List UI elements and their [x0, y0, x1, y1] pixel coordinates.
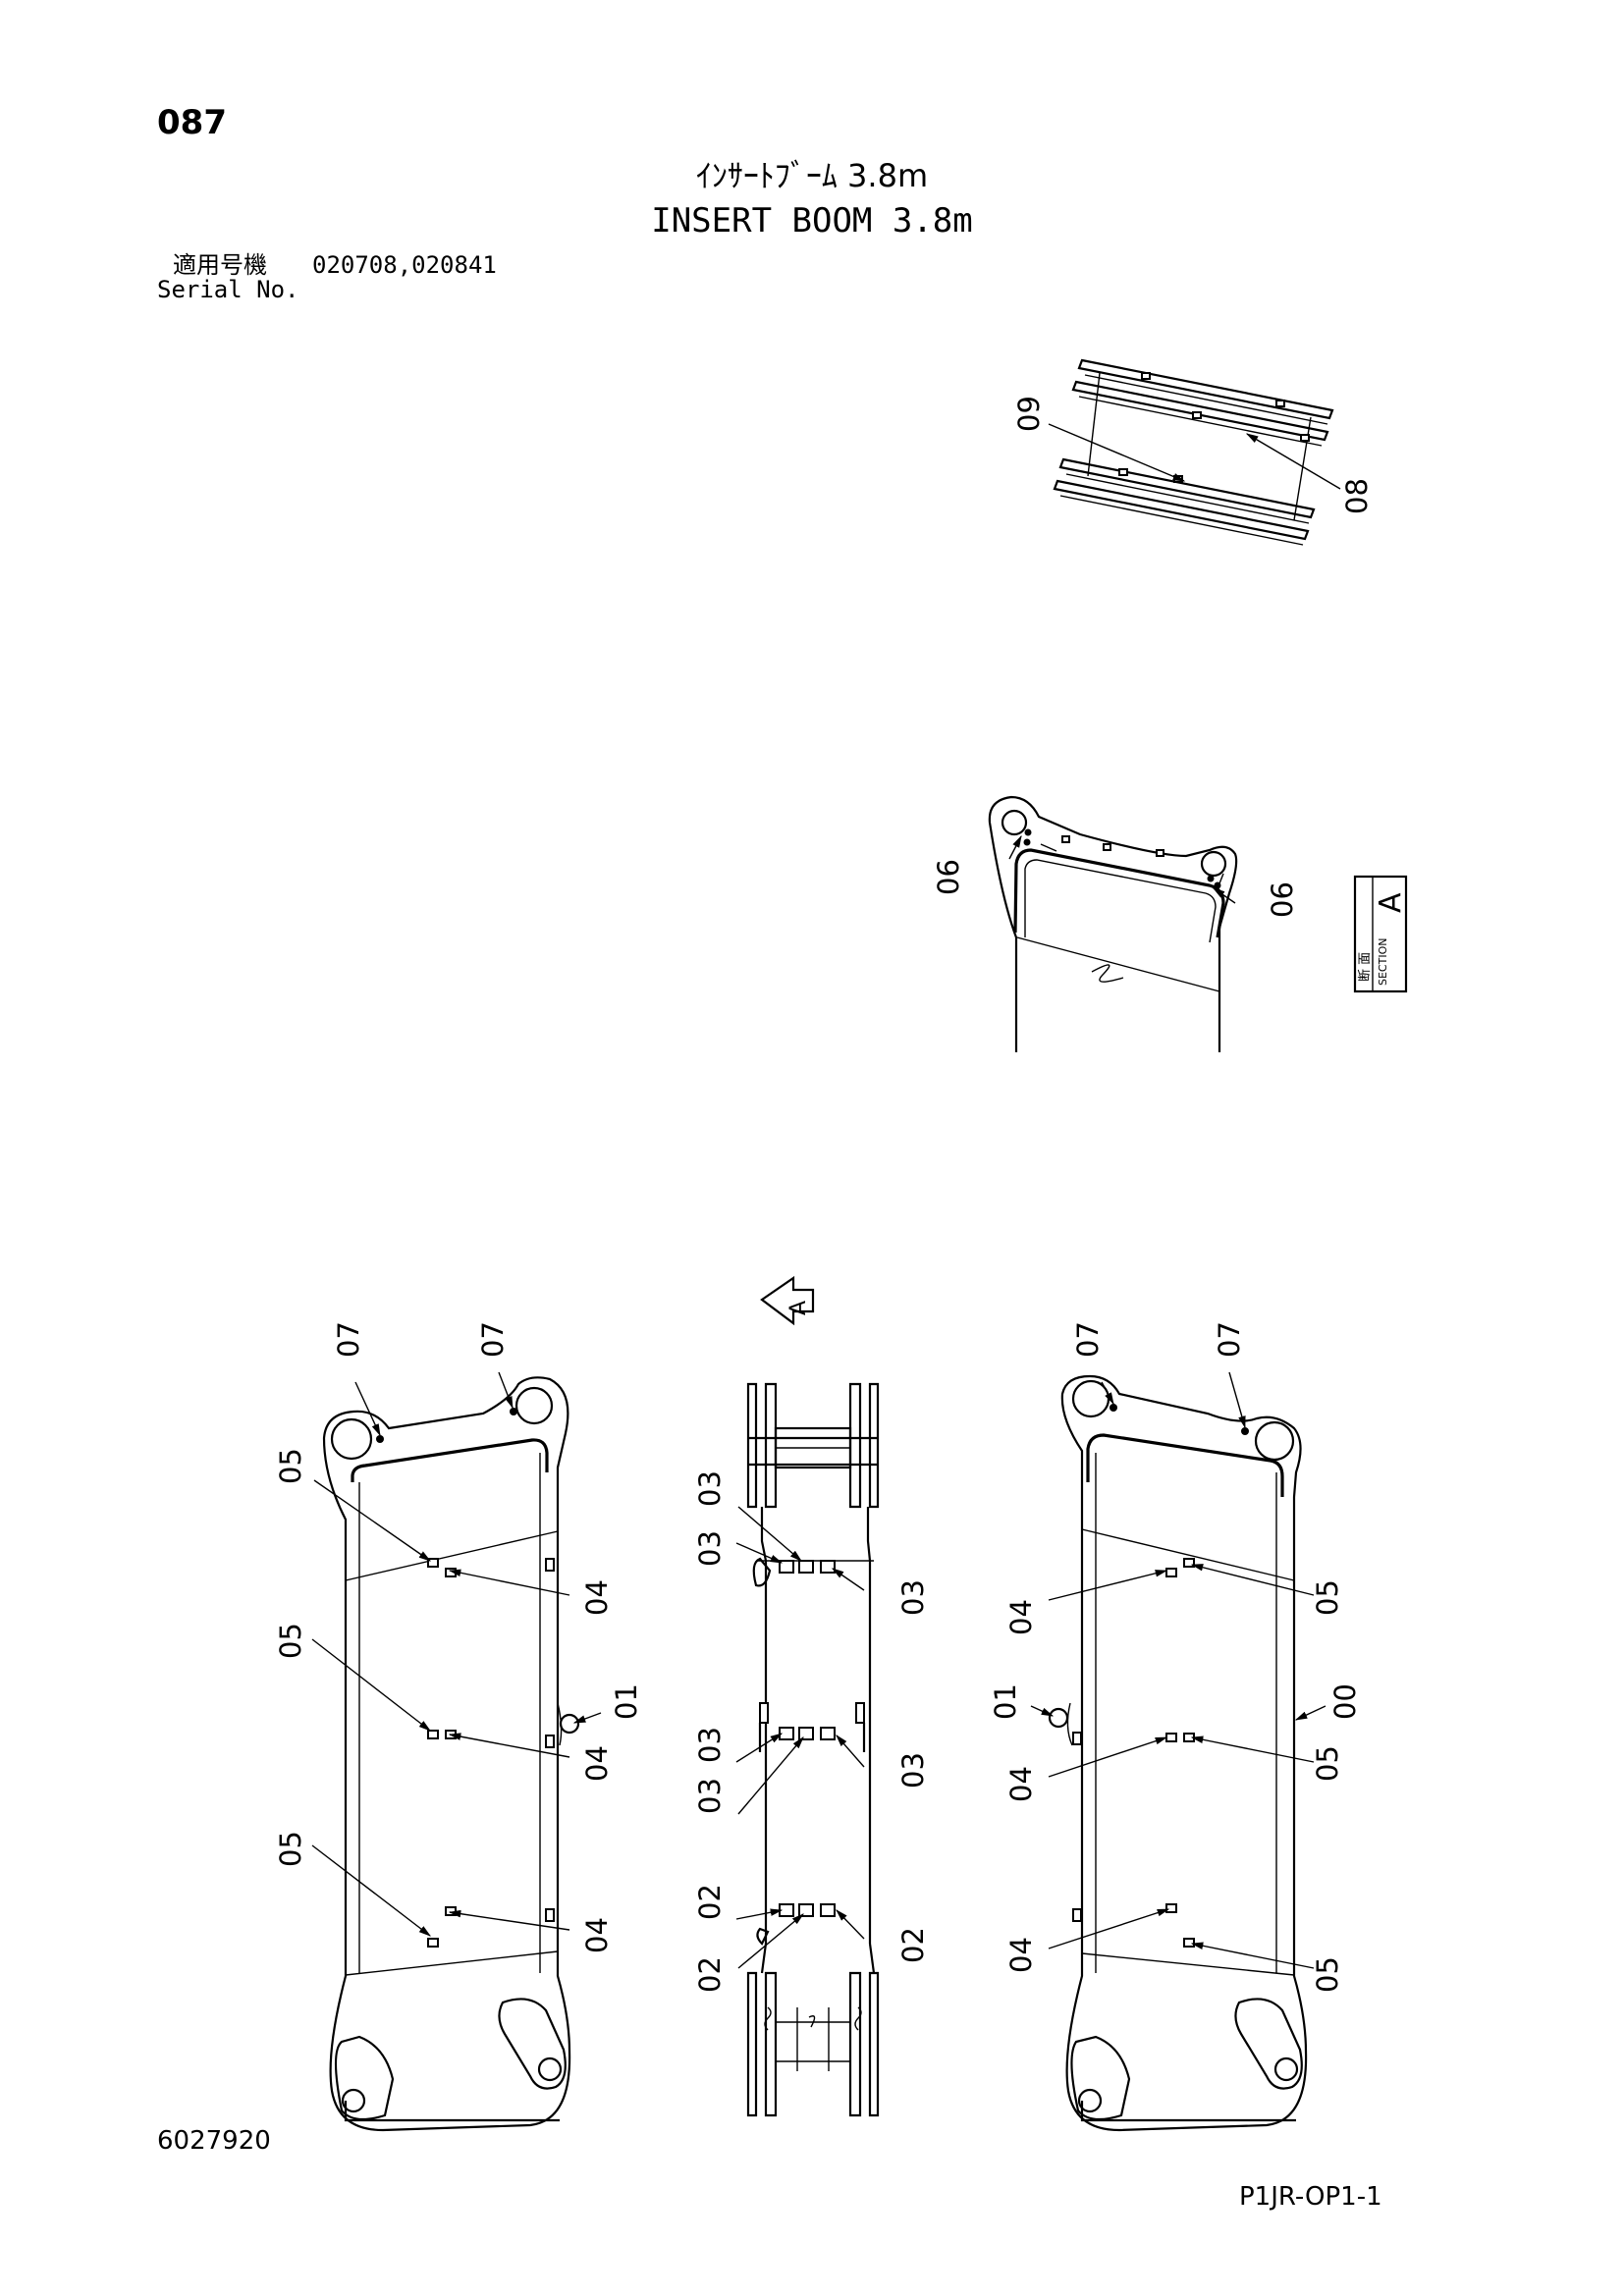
callout-03-mid-g: 03 — [896, 1752, 930, 1789]
view-arrow-letter: A — [786, 1301, 811, 1315]
section-a-view: 06 06 — [932, 795, 1299, 1052]
callout-07-left-a: 07 — [332, 1321, 365, 1358]
serial-label-english: Serial No. — [157, 276, 299, 303]
rail-block — [1118, 468, 1128, 476]
page-number: 087 — [157, 103, 227, 142]
callout-05-right-a: 05 — [1311, 1579, 1344, 1616]
section-hole-right — [1200, 850, 1227, 878]
bracket-01-right — [1048, 1707, 1069, 1729]
boom-left-view: 07 07 05 04 05 01 04 05 04 — [274, 1321, 643, 2132]
callout-07-right-a: 07 — [1071, 1321, 1105, 1358]
callout-02-mid-c: 02 — [896, 1927, 930, 1963]
callout-09: 09 — [1012, 396, 1046, 432]
section-marker-jp: 断 面 — [1358, 952, 1373, 982]
rail-block — [1141, 372, 1151, 380]
callout-03-mid-a: 03 — [693, 1470, 727, 1507]
callout-05-left-b: 05 — [274, 1623, 307, 1659]
callout-01-left: 01 — [610, 1683, 643, 1720]
callout-04-right-a: 04 — [1004, 1599, 1038, 1635]
callout-04-left-a: 04 — [580, 1579, 614, 1616]
callout-05-left-c: 05 — [274, 1831, 307, 1867]
callout-03-mid-d: 03 — [693, 1727, 727, 1763]
serial-label-japanese: 適用号機 — [173, 251, 267, 279]
callout-04-right-b: 04 — [1004, 1766, 1038, 1802]
callout-02-mid-b: 02 — [693, 1956, 727, 1993]
right-top-hole-1 — [1071, 1379, 1110, 1418]
rail-bar-2 — [1071, 380, 1329, 447]
left-top-hole-2 — [514, 1386, 554, 1425]
sheet-code: P1JR-OP1-1 — [1239, 2182, 1382, 2212]
section-marker-letter: A — [1374, 892, 1408, 913]
callout-06-right: 06 — [1266, 881, 1299, 918]
section-block — [1103, 843, 1111, 851]
callout-02-mid-a: 02 — [693, 1884, 727, 1920]
left-top-hole-1 — [330, 1417, 373, 1461]
bracket-01-left — [559, 1713, 580, 1735]
callout-04-right-c: 04 — [1004, 1937, 1038, 1973]
rail-block — [1300, 434, 1310, 442]
callout-04-left-b: 04 — [580, 1745, 614, 1782]
callout-06-left: 06 — [932, 859, 965, 895]
callout-05-right-c: 05 — [1311, 1956, 1344, 1993]
rail-block — [1192, 411, 1202, 419]
callout-05-left-a: 05 — [274, 1448, 307, 1484]
title-english: INSERT BOOM 3.8m — [651, 201, 973, 240]
callout-05-right-b: 05 — [1311, 1745, 1344, 1782]
callout-01-right: 01 — [989, 1683, 1022, 1720]
right-side-tab — [1072, 1732, 1082, 1745]
title-japanese: ｲﾝｻｰﾄﾌﾞｰﾑ 3.8m — [695, 157, 929, 194]
section-block — [1156, 849, 1164, 857]
rail-bar-1 — [1077, 358, 1334, 425]
view-arrow-a: A — [760, 1275, 815, 1326]
callout-00: 00 — [1328, 1683, 1362, 1720]
callout-08: 08 — [1340, 478, 1374, 514]
boom-side-view: A — [693, 1275, 930, 2117]
right-top-hole-2 — [1254, 1420, 1295, 1462]
section-marker-en: SECTION — [1377, 938, 1389, 986]
left-side-tab — [545, 1908, 555, 1922]
section-a-marker: 断 面 SECTION A — [1353, 875, 1408, 993]
rail-block — [1275, 400, 1285, 407]
rail-bar-4 — [1053, 479, 1310, 546]
serial-numbers: 020708,020841 — [312, 251, 497, 279]
callout-03-mid-b: 03 — [693, 1530, 727, 1567]
right-side-tab — [1072, 1908, 1082, 1922]
drawing-number: 6027920 — [157, 2126, 271, 2156]
left-side-tab — [545, 1558, 555, 1572]
left-side-tab — [545, 1735, 555, 1748]
section-block — [1061, 835, 1070, 843]
callout-07-right-b: 07 — [1213, 1321, 1246, 1358]
callout-03-mid-e: 03 — [693, 1778, 727, 1814]
section-hole-left — [1001, 809, 1028, 836]
rail-assembly-view: 09 08 — [1012, 358, 1374, 546]
callout-04-left-c: 04 — [580, 1917, 614, 1953]
callout-03-mid-c: 03 — [896, 1579, 930, 1616]
callout-07-left-b: 07 — [476, 1321, 510, 1358]
boom-right-view: 07 07 04 05 01 00 04 05 04 05 — [989, 1321, 1362, 2132]
rail-bar-3 — [1058, 457, 1316, 524]
